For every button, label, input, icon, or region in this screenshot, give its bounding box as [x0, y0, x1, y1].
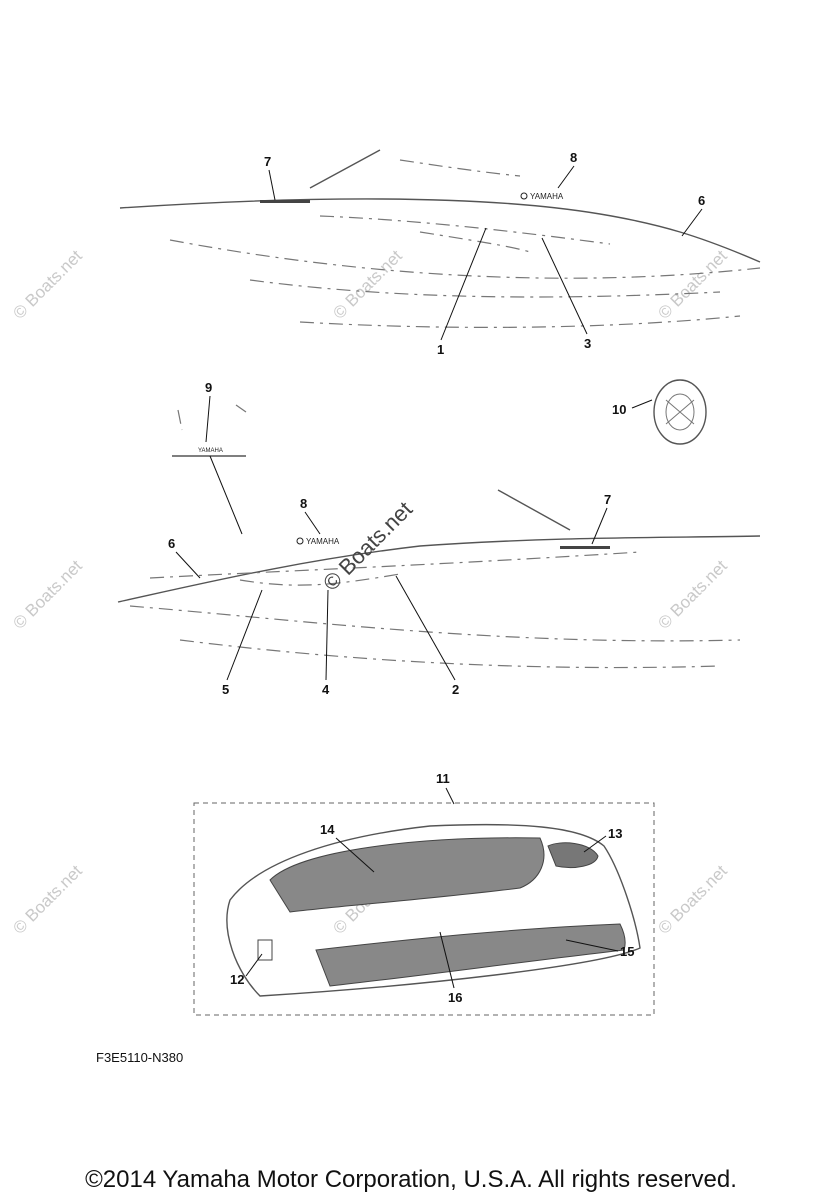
callout-16: 16 — [448, 990, 462, 1005]
filler-cap: 10 — [612, 379, 707, 445]
yamaha-decal: YAMAHA — [530, 192, 564, 201]
mat-13 — [547, 842, 599, 869]
callout-6: 6 — [168, 536, 175, 551]
callout-2: 2 — [452, 682, 459, 697]
diagram-code: F3E5110-N380 — [96, 1050, 184, 1065]
boat-middle-view: YAMAHA — [117, 489, 761, 669]
storage-mat-assembly — [193, 802, 655, 1016]
stripe-decal — [560, 546, 610, 549]
callout-8: 8 — [570, 150, 577, 165]
callout-10: 10 — [612, 402, 626, 417]
watermarks: © Boats.net © Boats.net © Boats.net © Bo… — [9, 246, 731, 938]
watermark: © Boats.net — [654, 556, 731, 633]
yamaha-decal: YAMAHA — [306, 537, 340, 546]
callout-14: 14 — [320, 822, 335, 837]
assembly-boundary — [193, 802, 655, 1016]
watermark: © Boats.net — [9, 246, 86, 323]
watermark: © Boats.net — [9, 861, 86, 938]
boat-top-view: YAMAHA — [119, 149, 761, 329]
callout-13: 13 — [608, 826, 622, 841]
svg-text:YAMAHA: YAMAHA — [198, 448, 223, 454]
callout-9: 9 — [205, 380, 212, 395]
callout-1: 1 — [437, 342, 444, 357]
callout-6: 6 — [698, 193, 705, 208]
mat-14 — [269, 837, 545, 913]
copyright-notice: ©2014 Yamaha Motor Corporation, U.S.A. A… — [85, 1166, 737, 1193]
watermark: © Boats.net — [654, 246, 731, 323]
stripe-decal — [260, 200, 310, 203]
callout-3: 3 — [584, 336, 591, 351]
part-12 — [257, 939, 273, 961]
callout-12: 12 — [230, 972, 244, 987]
yamaha-logo-icon — [520, 192, 528, 200]
callout-7: 7 — [264, 154, 271, 169]
callout-4: 4 — [322, 682, 330, 697]
callout-11: 11 — [436, 771, 450, 786]
watermark: © Boats.net — [654, 861, 731, 938]
callouts-middle: 8 7 6 5 4 2 — [168, 492, 611, 697]
callout-7: 7 — [604, 492, 611, 507]
callouts-top: 7 8 6 1 3 — [264, 150, 705, 357]
watermark: © Boats.net — [329, 246, 406, 323]
decal-detail-9: YAMAHA 9 — [172, 380, 247, 535]
callouts-bottom: 11 14 13 15 12 16 — [230, 771, 634, 1005]
callout-15: 15 — [620, 944, 634, 959]
mat-15-16 — [315, 923, 626, 987]
callout-8: 8 — [300, 496, 307, 511]
watermark: © Boats.net — [9, 556, 86, 633]
callout-5: 5 — [222, 682, 229, 697]
